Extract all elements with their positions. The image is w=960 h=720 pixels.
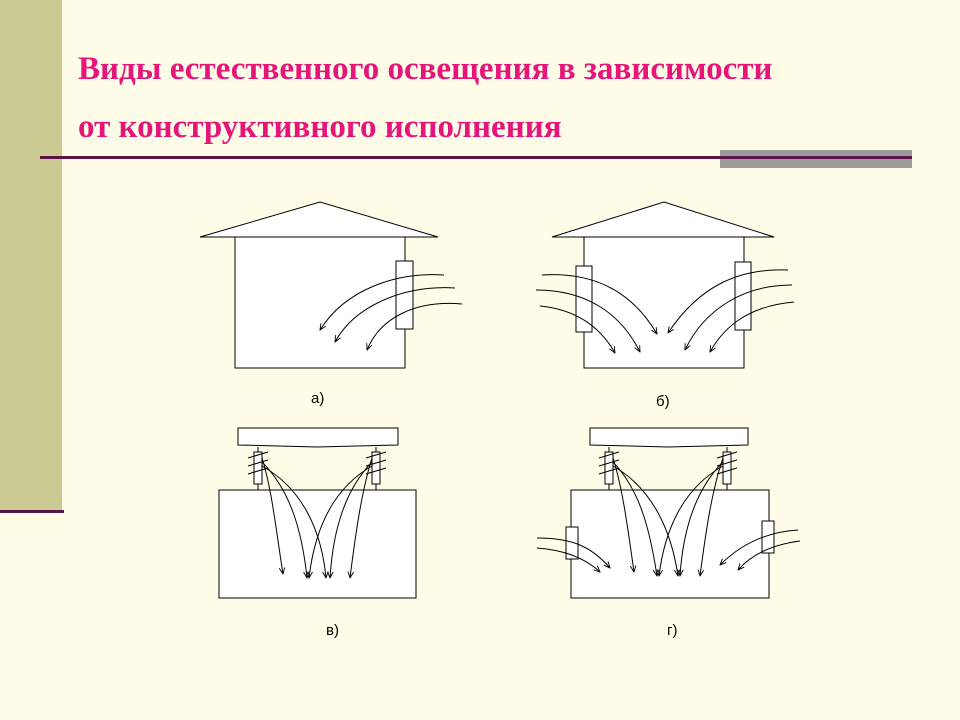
diagram-v-lantern-roof xyxy=(237,427,399,448)
diagram-b-window-left xyxy=(575,265,593,333)
title-rule xyxy=(40,156,912,159)
side-accent-rule xyxy=(0,510,64,513)
diagram-b-ray-l2 xyxy=(535,289,640,352)
diagram-b-window-right xyxy=(734,261,752,331)
diagram-v-label: в) xyxy=(326,622,339,639)
diagram-a-ray-1 xyxy=(320,274,445,330)
diagram-g-ray-side-r2 xyxy=(738,540,801,570)
diagram-a-building xyxy=(234,236,406,369)
diagram-g-label: г) xyxy=(667,622,678,639)
diagram-a-roof xyxy=(199,201,439,238)
diagram-g-ray-side-r1 xyxy=(720,529,799,565)
diagram-g-building xyxy=(570,489,770,599)
diagram-v-ray-r3 xyxy=(309,465,373,578)
slide-title: Виды естественного освещения в зависимос… xyxy=(78,40,938,156)
diagram-b-label: б) xyxy=(656,393,670,410)
diagram-v-ray-l1 xyxy=(261,457,283,574)
diagram-g-lantern-roof xyxy=(589,427,749,448)
diagram-a-label: а) xyxy=(311,390,325,407)
diagram-g-ray-side-l2 xyxy=(536,547,600,572)
title-line-2: от конструктивного исполнения xyxy=(78,109,562,145)
diagram-b-ray-r3 xyxy=(710,301,795,352)
diagram-b-ray-l3 xyxy=(539,305,615,353)
diagram-g-ray-top-l3 xyxy=(612,465,678,576)
diagram-v-lantern-window-left xyxy=(253,451,263,485)
diagram-g-combined-lighting xyxy=(536,427,801,599)
diagram-b-ray-r2 xyxy=(685,284,793,350)
title-rule-accent xyxy=(720,150,912,168)
diagram-v-ray-r1 xyxy=(350,457,373,578)
diagram-b-ray-l1 xyxy=(541,274,657,334)
diagram-b-ray-r1 xyxy=(668,269,789,333)
diagram-g-lantern-window-left xyxy=(604,451,614,485)
diagram-a-side-lighting xyxy=(199,201,463,369)
diagram-a-ray-3 xyxy=(367,302,463,350)
diagram-v-top-lighting xyxy=(218,427,417,599)
diagram-g-ray-top-r3 xyxy=(659,465,724,576)
diagram-b-two-sided-lighting xyxy=(535,201,795,369)
side-accent-bar xyxy=(0,0,62,512)
diagram-b-building xyxy=(583,236,745,369)
diagram-g-ray-top-l1 xyxy=(612,457,634,572)
diagram-g-ray-side-l1 xyxy=(536,537,610,568)
diagram-a-ray-2 xyxy=(335,287,456,342)
title-line-1: Виды естественного освещения в зависимос… xyxy=(78,51,773,87)
diagram-b-roof xyxy=(551,201,775,238)
diagram-v-lantern-window-right xyxy=(371,451,381,485)
diagram-v-ray-l3 xyxy=(261,465,326,578)
title-rule-overlay xyxy=(720,156,912,159)
diagram-g-lantern-window-right xyxy=(722,451,732,485)
diagram-g-window-left xyxy=(565,526,579,560)
diagram-v-building xyxy=(218,489,417,599)
